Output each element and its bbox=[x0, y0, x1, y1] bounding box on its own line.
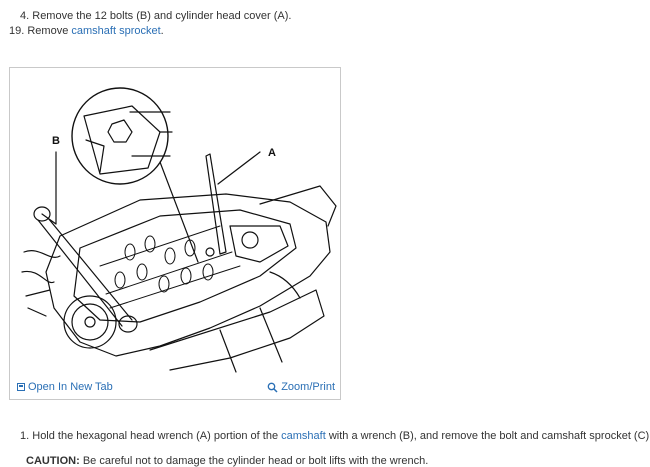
step-text-end: with a wrench (B), and remove the bolt a… bbox=[325, 430, 650, 442]
new-tab-icon bbox=[17, 383, 25, 391]
camshaft-link[interactable]: camshaft bbox=[281, 430, 326, 442]
step-19: 19. Remove camshaft sprocket. bbox=[9, 25, 164, 37]
caution-note: CAUTION: Be careful not to damage the cy… bbox=[26, 455, 428, 467]
figure-box: A B bbox=[9, 67, 341, 400]
figure-toolbar: Open In New Tab Zoom/Print bbox=[10, 377, 340, 399]
step-1: 1. Hold the hexagonal head wrench (A) po… bbox=[20, 430, 650, 442]
open-in-new-tab-button[interactable]: Open In New Tab bbox=[17, 381, 113, 393]
label-a: A bbox=[268, 147, 276, 159]
caution-text: Be careful not to damage the cylinder he… bbox=[79, 455, 429, 467]
magnifier-icon bbox=[267, 382, 278, 393]
step-text-end: . bbox=[160, 25, 164, 37]
zoom-print-label: Zoom/Print bbox=[281, 381, 335, 393]
label-b: B bbox=[52, 135, 60, 147]
step-number: 1. bbox=[20, 430, 30, 442]
step-number: 19. bbox=[9, 25, 25, 37]
step-text: Hold the hexagonal head wrench (A) porti… bbox=[32, 430, 282, 442]
step-4: 4. Remove the 12 bolts (B) and cylinder … bbox=[20, 10, 292, 22]
step-number: 4. bbox=[20, 10, 30, 22]
open-in-new-tab-label: Open In New Tab bbox=[28, 381, 113, 393]
step-text: Remove the 12 bolts (B) and cylinder hea… bbox=[32, 10, 292, 22]
zoom-print-button[interactable]: Zoom/Print bbox=[267, 381, 335, 393]
step-text: Remove bbox=[27, 25, 72, 37]
camshaft-wrench-illustration: A B bbox=[21, 87, 337, 373]
camshaft-sprocket-link[interactable]: camshaft sprocket bbox=[71, 25, 161, 37]
caution-label: CAUTION: bbox=[26, 455, 80, 467]
